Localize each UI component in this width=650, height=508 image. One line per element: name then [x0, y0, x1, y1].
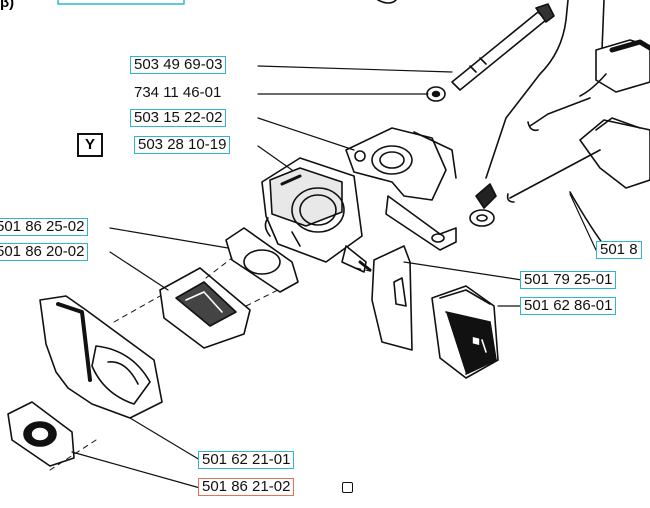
part-label-501-79-25-01[interactable]: 501 79 25-01: [520, 271, 617, 289]
header-fragment: β): [0, 0, 15, 11]
part-label-501-86-20-02[interactable]: 501 86 20-02: [0, 243, 89, 261]
upper-right-bracket: [527, 39, 650, 132]
top-part-fragment: [377, 0, 397, 4]
washer: [426, 86, 446, 102]
carburetor: [261, 157, 372, 273]
right-lever-assembly: [506, 117, 650, 249]
part-label-503-15-22-02[interactable]: 503 15 22-02: [130, 109, 227, 127]
mounting-bolt: [469, 183, 497, 227]
alignment-lines: [49, 257, 375, 471]
control-rod-vertical: [601, 0, 605, 51]
marker-y: Y: [77, 133, 103, 157]
top-cut-label-highlight: [57, 0, 185, 5]
insulator-block: [159, 267, 251, 349]
part-label-501-86-25-02[interactable]: 501 86 25-02: [0, 218, 89, 236]
leader-lines: [71, 65, 597, 489]
intake-flange: [345, 127, 457, 251]
part-label-501-62-86-01[interactable]: 501 62 86-01: [520, 297, 617, 315]
part-label-503-28-10-19[interactable]: 503 28 10-19: [134, 136, 231, 154]
lower-gasket: [7, 401, 75, 467]
part-label-501-62-21-01[interactable]: 501 62 21-01: [198, 451, 295, 469]
part-label-734-11-46-01[interactable]: 734 11 46-01: [130, 84, 226, 102]
heat-shield-plate: [371, 245, 413, 351]
part-label-501-8-cut[interactable]: 501 8: [596, 241, 642, 259]
air-filter: [431, 285, 499, 379]
control-rod-upper: [485, 0, 569, 179]
long-bolt: [451, 3, 555, 91]
part-label-501-86-21-02[interactable]: 501 86 21-02: [198, 478, 295, 496]
part-label-503-49-69-03[interactable]: 503 49 69-03: [130, 56, 227, 74]
checkbox-square-icon[interactable]: [342, 482, 353, 493]
mounting-bracket: [39, 295, 163, 419]
gasket-upper: [225, 227, 299, 293]
